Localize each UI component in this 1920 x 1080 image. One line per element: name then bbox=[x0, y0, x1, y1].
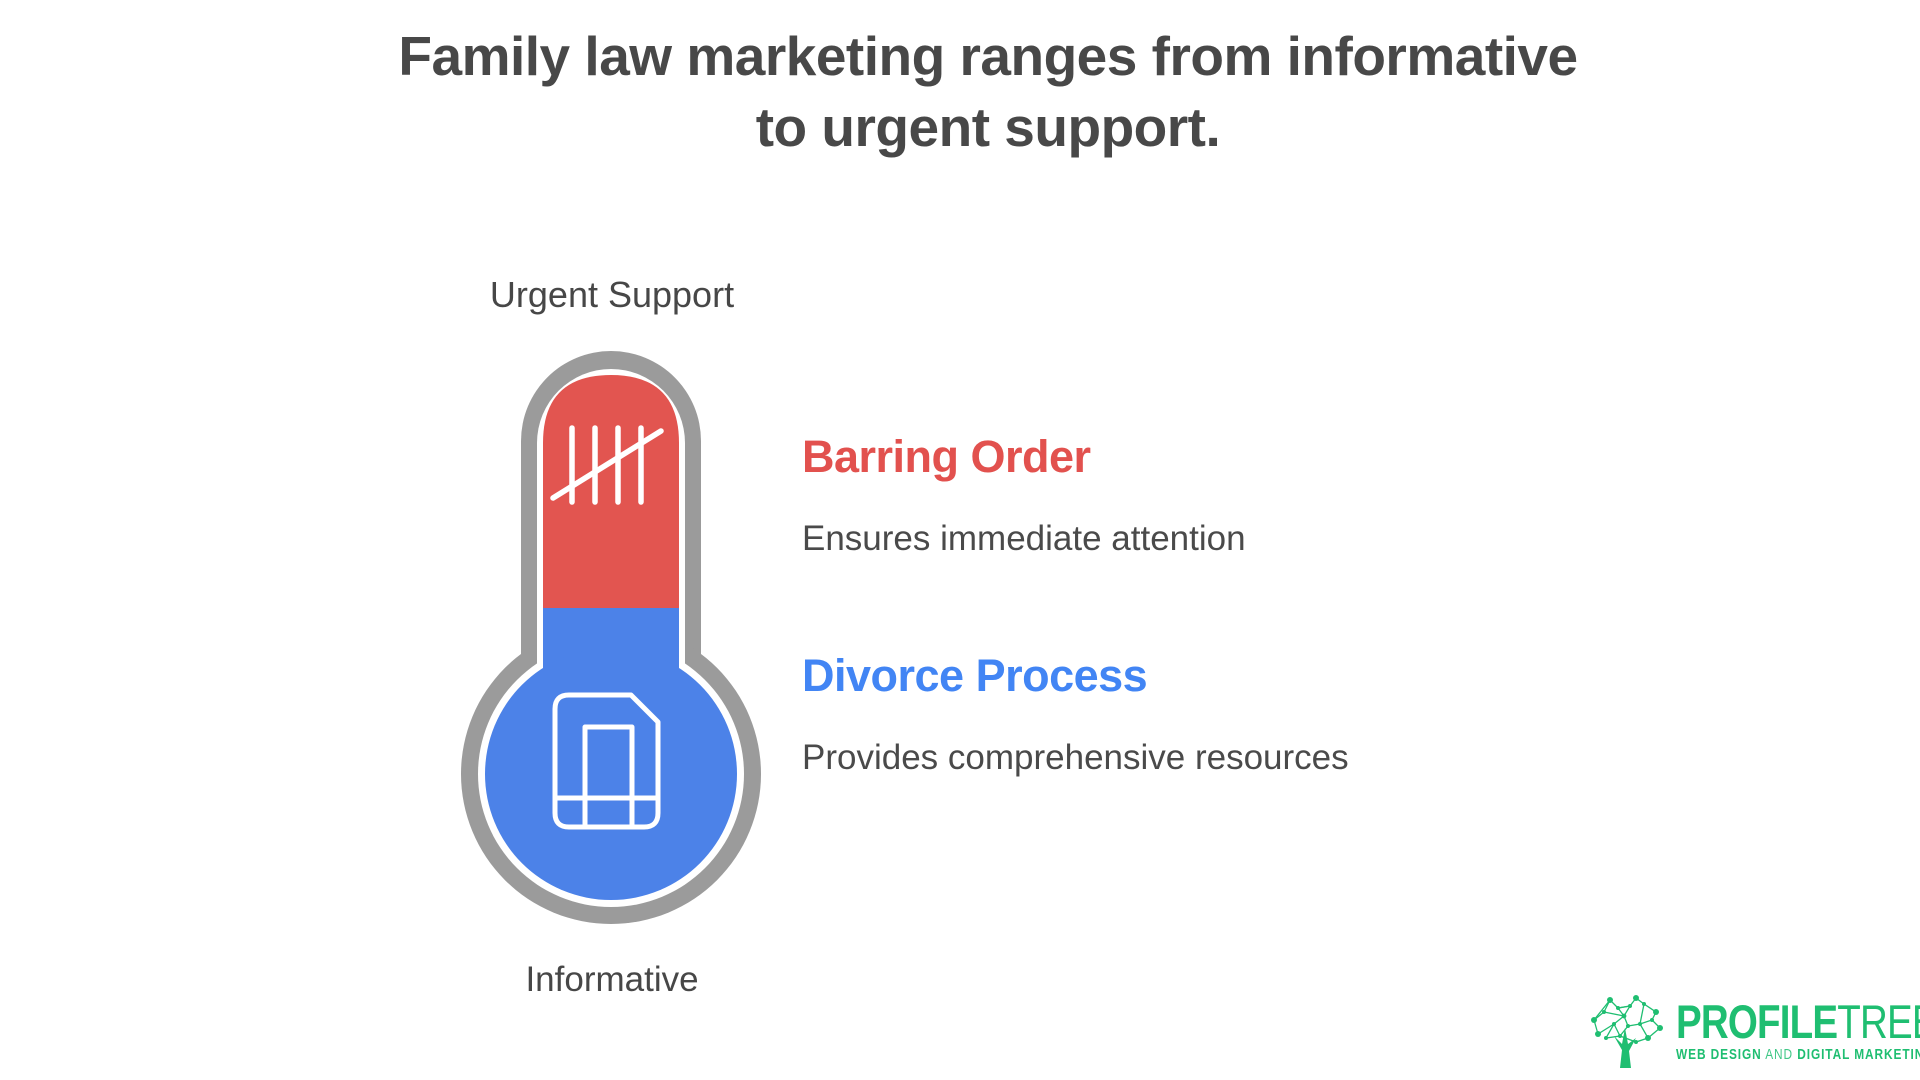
document-icon bbox=[552, 692, 661, 830]
thermometer-hot-segment bbox=[543, 375, 679, 608]
logo-text: PROFILETREE WEB DESIGN AND DIGITAL MARKE… bbox=[1676, 998, 1920, 1063]
profiletree-logo: PROFILETREE WEB DESIGN AND DIGITAL MARKE… bbox=[1584, 994, 1920, 1068]
item-description-barring-order: Ensures immediate attention bbox=[802, 519, 1246, 558]
item-heading-divorce-process: Divorce Process bbox=[802, 650, 1148, 701]
list-item-divorce-process: Divorce Process Provides comprehensive r… bbox=[802, 650, 1349, 778]
logo-brand-light: TREE bbox=[1837, 994, 1920, 1048]
network-tree-icon bbox=[1591, 995, 1663, 1068]
logo-brand-bold: PROFILE bbox=[1676, 994, 1838, 1048]
list-item-barring-order: Barring Order Ensures immediate attentio… bbox=[802, 431, 1246, 559]
page-title-line2: to urgent support. bbox=[755, 96, 1221, 158]
page-title-line1: Family law marketing ranges from informa… bbox=[398, 25, 1578, 87]
thermometer-bottom-label: Informative bbox=[525, 960, 699, 999]
logo-tagline-part1: WEB DESIGN bbox=[1676, 1046, 1762, 1063]
thermometer-graphic bbox=[461, 351, 761, 924]
logo-tagline: WEB DESIGN AND DIGITAL MARKETING bbox=[1676, 1047, 1920, 1063]
tally-marks-icon bbox=[550, 425, 664, 505]
item-heading-barring-order: Barring Order bbox=[802, 431, 1091, 482]
logo-wordmark: PROFILETREE bbox=[1676, 998, 1920, 1045]
logo-tagline-and: AND bbox=[1765, 1046, 1794, 1063]
thermometer-top-label: Urgent Support bbox=[489, 274, 735, 315]
logo-tagline-part2: DIGITAL MARKETING bbox=[1797, 1046, 1920, 1063]
thermometer-cold-segment bbox=[485, 608, 737, 900]
item-description-divorce-process: Provides comprehensive resources bbox=[802, 738, 1349, 777]
